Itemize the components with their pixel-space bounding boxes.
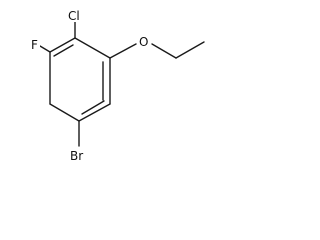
molecule-structure-diagram: Cl F O Br — [30, 8, 205, 163]
bond-ethyl-carbons — [175, 41, 205, 59]
ring-bond-top-left — [49, 37, 76, 53]
ring-bond-bottom-right — [78, 103, 111, 122]
ring-bond-bottom-right-inner-double — [81, 100, 105, 115]
ring-bond-bottom-left — [49, 103, 80, 122]
chlorine-label-bg — [67, 8, 83, 22]
fluorine-label-bg — [30, 37, 40, 51]
structure-svg: Cl F O Br — [30, 8, 205, 163]
oxygen-atom-label: O — [139, 35, 148, 49]
chlorine-atom-label: Cl — [68, 9, 80, 23]
bromine-atom-label: Br — [70, 149, 83, 163]
ring-bond-top-left-inner-double — [53, 44, 74, 57]
bromine-label-bg — [68, 148, 88, 162]
bond-to-oxygen — [109, 43, 137, 59]
oxygen-label-bg — [137, 34, 151, 48]
ring-bond-top-right — [74, 37, 111, 59]
bond-to-fluorine — [39, 45, 51, 53]
fluorine-atom-label: F — [31, 38, 38, 52]
bond-oxygen-to-ethyl-carbon — [151, 43, 177, 59]
